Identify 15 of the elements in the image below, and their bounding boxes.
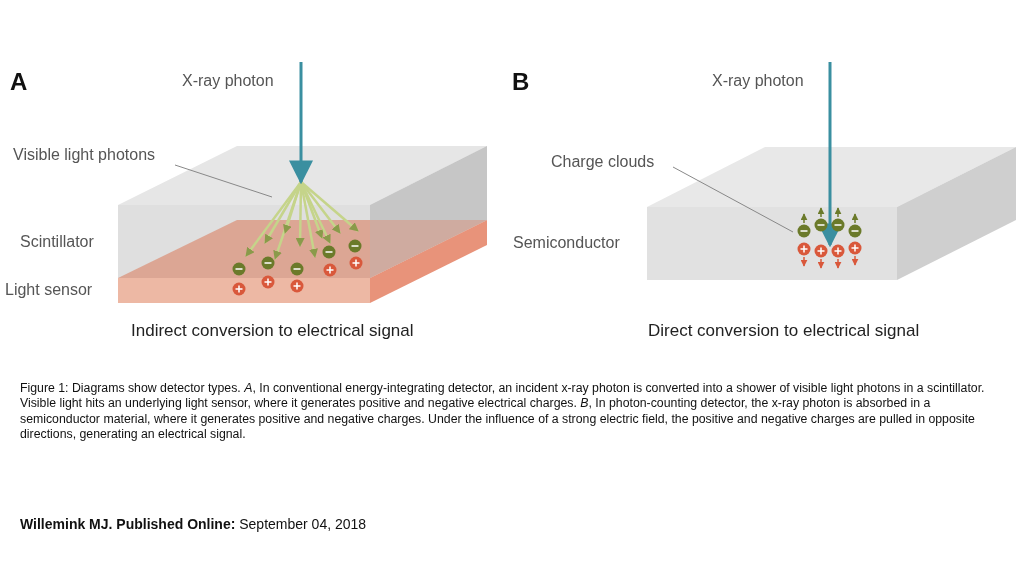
layer-label: Light sensor [5,280,93,300]
panel-letter: A [10,68,28,97]
panel-letter: B [512,68,530,97]
layer-label: Semiconductor [513,233,620,253]
leader-line [672,166,794,233]
citation-text: Willemink MJ. Published Online: September 04, 2018 [20,516,367,533]
figure-caption: Figure 1: Diagrams show detector types. A, In conventional energy-integrating detector, an incident x-ray photon is converted into a shower of visible light photons in a scintillator. Visible light hits an underlying light sensor, where it generates positive and negative electrical charges. B, In photon-counting detector, the x-ray photon is absorbed in a semiconductor material, where it generates positive and negative charges. Under the influence of a strong electric field, the positive and negative charges are pulled in opposite directions, generating an electrical signal. [20,381,986,443]
layer-label: Scintillator [20,232,94,252]
leader-line [174,164,273,198]
panel-title: Direct conversion to electrical signal [648,321,920,342]
callout-label: Visible light photons [13,145,156,165]
panel-title: Indirect conversion to electrical signal [131,321,414,342]
callout-label: Charge clouds [551,152,655,172]
photon-label: X-ray photon [182,71,274,91]
photon-label: X-ray photon [712,71,804,91]
